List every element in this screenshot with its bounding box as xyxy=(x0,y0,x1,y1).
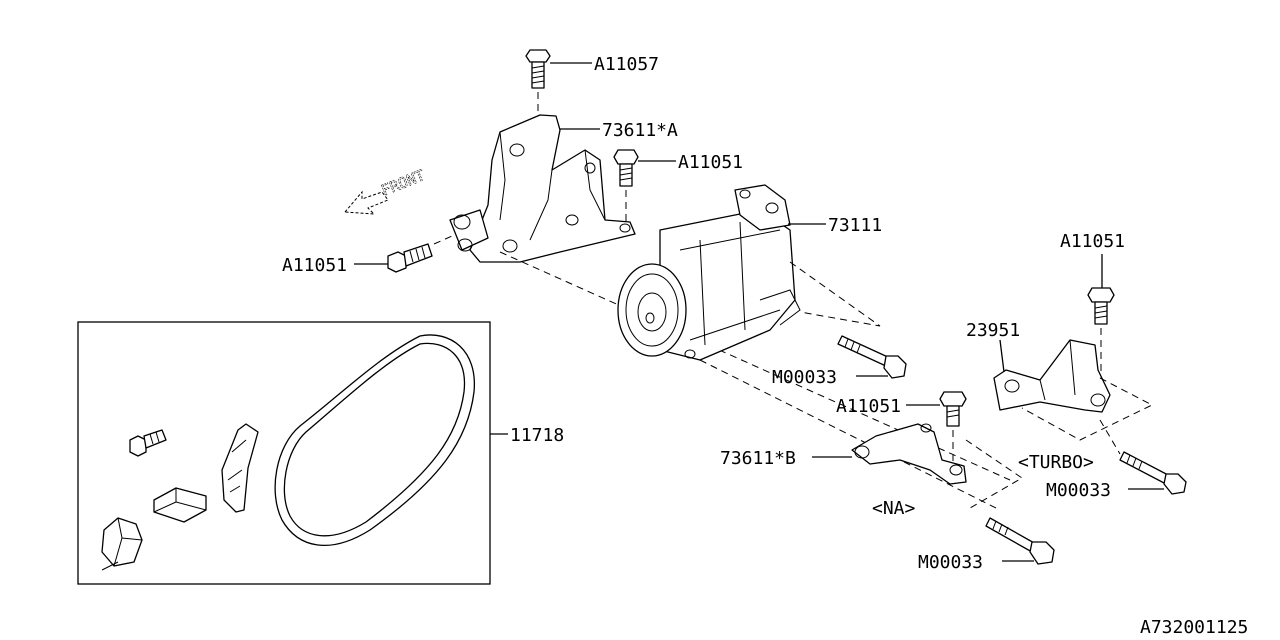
belt-kit-box xyxy=(77,321,491,585)
long-bolt-m00033-na[interactable] xyxy=(985,517,1055,565)
label-bolt-a11051-upper: A11051 xyxy=(678,152,743,173)
drive-belt[interactable] xyxy=(274,334,475,546)
label-bolt-a11051-left: A11051 xyxy=(282,255,347,276)
label-belt-11718: 11718 xyxy=(510,425,564,446)
label-bracket-23951: 23951 xyxy=(966,320,1020,341)
diagram-id: A732001125 xyxy=(1140,617,1248,638)
kit-clip-bracket[interactable] xyxy=(221,423,259,513)
bolt-a11057[interactable] xyxy=(525,49,551,89)
kit-tensioner-clip[interactable] xyxy=(101,517,143,571)
bolt-a11051-na[interactable] xyxy=(939,391,967,427)
front-label: FRONT xyxy=(379,166,428,200)
label-bolt-a11057: A11057 xyxy=(594,54,659,75)
label-compressor-73111: 73111 xyxy=(828,215,882,236)
long-bolt-m00033-compressor[interactable] xyxy=(837,335,907,379)
label-long-bolt-m00033-na: M00033 xyxy=(918,552,983,573)
label-bracket-73611b: 73611*B xyxy=(720,448,796,469)
bracket-73611b-na[interactable] xyxy=(851,423,967,485)
compressor-73111[interactable] xyxy=(617,184,801,361)
bolt-a11051-turbo[interactable] xyxy=(1087,287,1115,325)
label-long-bolt-m00033-compressor: M00033 xyxy=(772,367,837,388)
label-variant-na: <NA> xyxy=(872,498,916,519)
label-bracket-73611a: 73611*A xyxy=(602,120,678,141)
label-long-bolt-m00033-turbo: M00033 xyxy=(1046,480,1111,501)
label-variant-turbo: <TURBO> xyxy=(1018,452,1094,473)
kit-bolt[interactable] xyxy=(129,429,167,457)
bolt-a11051-upper[interactable] xyxy=(613,149,639,187)
label-bolt-a11051-na: A11051 xyxy=(836,396,901,417)
kit-spacer[interactable] xyxy=(153,487,207,523)
bracket-73611a[interactable] xyxy=(449,114,636,263)
front-arrow-icon: FRONT xyxy=(343,166,428,215)
label-bolt-a11051-turbo: A11051 xyxy=(1060,231,1125,252)
bracket-23951-turbo[interactable] xyxy=(993,339,1111,413)
long-bolt-m00033-turbo[interactable] xyxy=(1119,451,1187,495)
bolt-a11051-left[interactable] xyxy=(387,243,433,273)
